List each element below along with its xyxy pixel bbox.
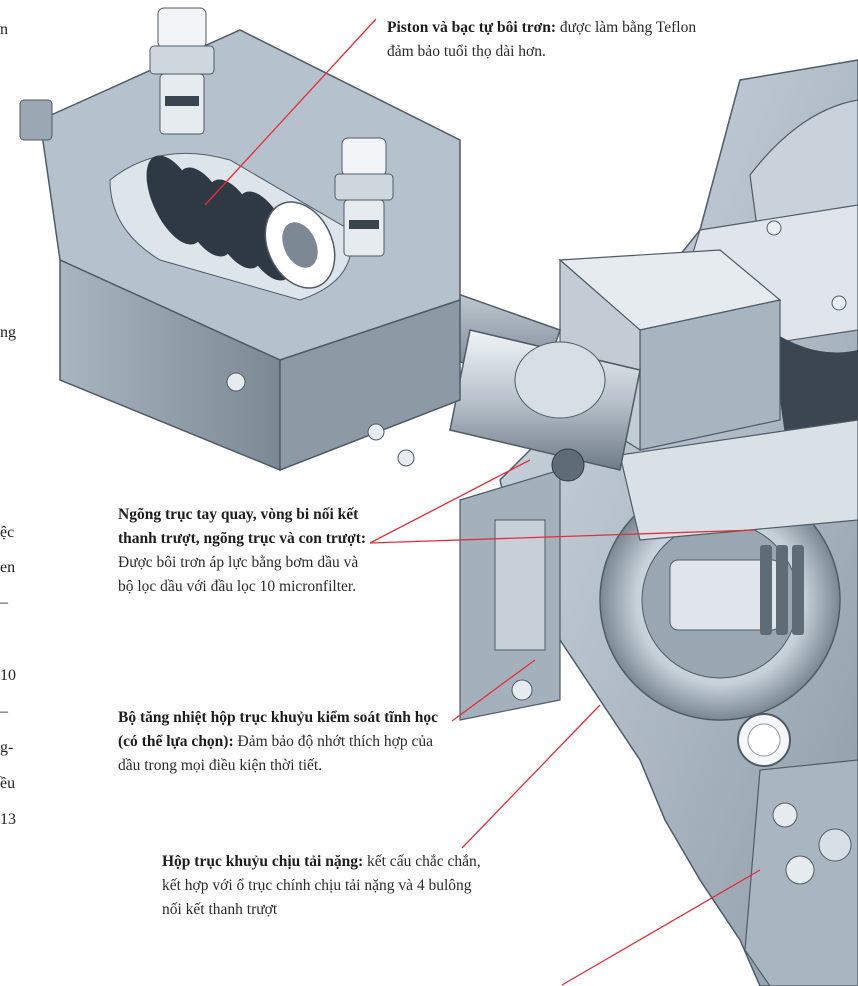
leader-line-heater	[451, 659, 536, 722]
leader-line-piston	[204, 18, 377, 206]
callout-piston: Piston và bạc tự bôi trơn: được làm bằng…	[387, 16, 705, 64]
leader-line-crank-journal-2	[369, 529, 756, 544]
leader-line-crankcase	[461, 704, 601, 849]
left-fragment: ệc	[0, 524, 15, 541]
front-cover	[744, 759, 858, 986]
oil-pump-block	[226, 372, 585, 721]
left-fragment: 13	[0, 811, 16, 828]
cylinder-block	[39, 29, 461, 472]
left-fragment: g-	[0, 739, 14, 756]
left-fragment: –	[0, 594, 8, 611]
left-fragment: –	[0, 703, 8, 720]
left-fragment: n	[0, 21, 8, 38]
callout-piston-text: được làm bằng Teflon đảm bảo tuổi thọ dà…	[387, 19, 697, 60]
callout-crank-journal: Ngõng trục tay quay, vòng bi nối kết tha…	[118, 503, 374, 599]
callout-crankcase: Hộp trục khuỷu chịu tải nặng: kết cấu ch…	[162, 850, 482, 922]
left-fragment: ng	[0, 324, 16, 341]
callout-heater-title: Bộ tăng nhiệt hộp trục khuỷu kiểm soát t…	[118, 709, 438, 750]
left-fragment: ều	[0, 775, 16, 792]
callout-piston-title: Piston và bạc tự bôi trơn:	[387, 19, 557, 36]
leader-line-crank-journal-1	[369, 459, 531, 544]
leader-line-bottom	[561, 869, 761, 986]
callout-crankcase-title: Hộp trục khuỷu chịu tải nặng:	[162, 853, 364, 870]
callout-crank-journal-text: Được bôi trơn áp lực bằng bơm dầu và bộ …	[118, 554, 359, 595]
valve-caps	[19, 7, 394, 257]
callout-crank-journal-title: Ngõng trục tay quay, vòng bi nối kết tha…	[118, 506, 367, 547]
leader-lines	[204, 18, 761, 986]
callout-heater: Bộ tăng nhiệt hộp trục khuỷu kiểm soát t…	[118, 706, 444, 778]
crank-disc	[599, 479, 841, 767]
left-fragment: 10	[0, 667, 16, 684]
left-fragment: en	[0, 559, 16, 576]
callout-heater-text: Đảm bảo độ nhớt thích hợp của dầu trong …	[118, 733, 433, 774]
callout-crankcase-text: kết cấu chắc chắn, kết hợp với ổ trục ch…	[162, 853, 481, 918]
